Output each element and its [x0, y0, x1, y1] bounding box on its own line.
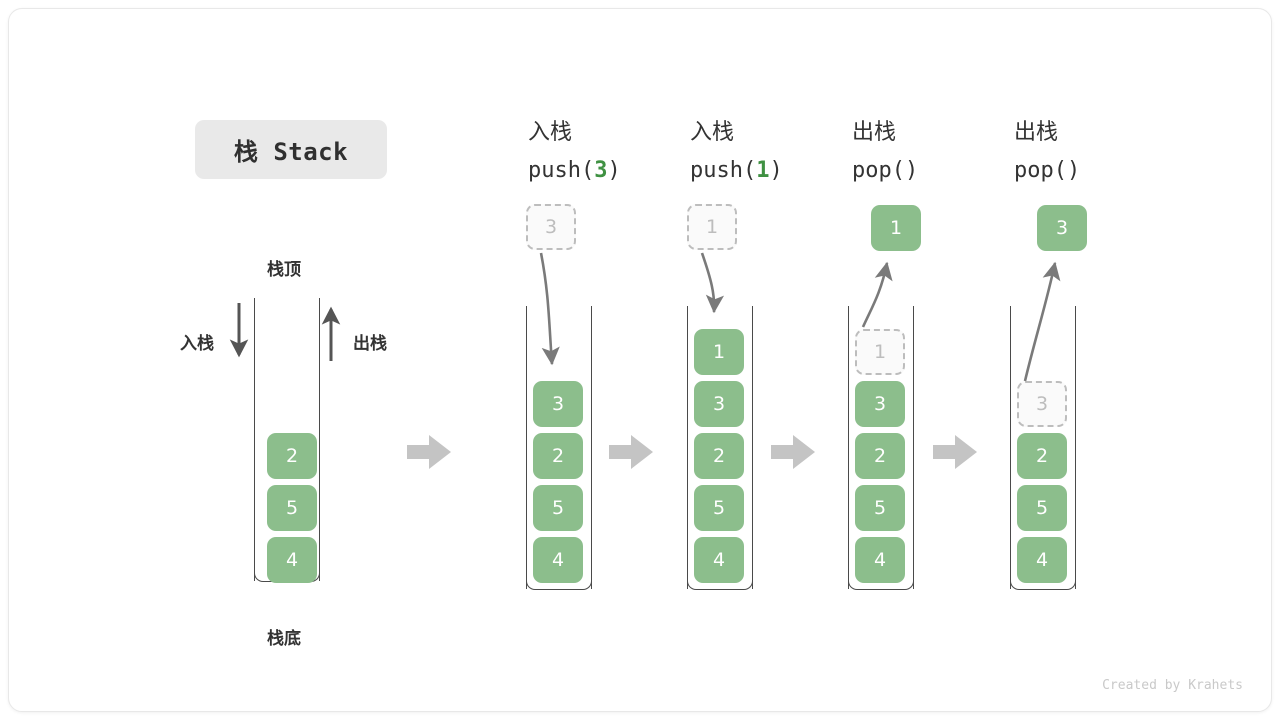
incoming-ghost-box: 3 [526, 204, 576, 250]
stack-floor [526, 573, 592, 590]
stack-element: 4 [267, 537, 317, 583]
stack-wall-right [913, 306, 914, 589]
stack-element: 5 [855, 485, 905, 531]
stack-element: 4 [694, 537, 744, 583]
stack-bottom-label: 栈底 [267, 629, 301, 649]
stack-element: 5 [1017, 485, 1067, 531]
stack-floor [848, 573, 914, 590]
step-header-push-3: 入栈 push(3) [528, 114, 621, 190]
code-prefix: pop( [852, 158, 905, 183]
stack-element: 4 [1017, 537, 1067, 583]
step-header-cn: 出栈 [1014, 120, 1059, 145]
transition-arrow-icon [609, 435, 653, 469]
push-arrow-1-icon [700, 252, 725, 314]
step-header-code: pop() [852, 152, 918, 190]
code-suffix: ) [769, 158, 783, 183]
connector-overlay [229, 252, 1061, 469]
step-header-push-1: 入栈 push(1) [690, 114, 783, 190]
code-prefix: push( [528, 158, 595, 183]
stack-element: 1 [694, 329, 744, 375]
code-prefix: pop( [1014, 158, 1067, 183]
credit-text: Created by Krahets [1102, 678, 1243, 693]
stack-element: 5 [533, 485, 583, 531]
transition-arrow-icon [933, 435, 977, 469]
transition-arrow-icon [771, 435, 815, 469]
stack-wall-right [319, 298, 320, 581]
stack-element: 2 [533, 433, 583, 479]
popped-box: 1 [871, 205, 921, 251]
stack-element: 5 [267, 485, 317, 531]
stack-wall-left [1010, 306, 1011, 589]
diagram-title-chip: 栈 Stack [195, 120, 387, 179]
stack-element: 4 [855, 537, 905, 583]
code-arg: 3 [594, 158, 608, 183]
code-prefix: push( [690, 158, 757, 183]
stack-wall-right [591, 306, 592, 589]
stack-element: 3 [694, 381, 744, 427]
stack-container-pop-1 [848, 306, 914, 590]
step-header-cn: 入栈 [528, 120, 573, 145]
stack-wall-left [848, 306, 849, 589]
stack-wall-left [526, 306, 527, 589]
stack-container-pop-3 [1010, 306, 1076, 590]
step-header-code: pop() [1014, 152, 1080, 190]
page-title: 栈 Stack [233, 138, 349, 166]
incoming-ghost-box: 1 [687, 204, 737, 250]
pop-direction-label: 出栈 [353, 334, 387, 354]
popped-box: 3 [1037, 205, 1087, 251]
step-header-code: push(1) [690, 152, 783, 190]
stack-element: 2 [267, 433, 317, 479]
stack-container-push-3 [526, 306, 592, 590]
stack-wall-right [752, 306, 753, 589]
stack-element: 2 [694, 433, 744, 479]
stack-floor [1010, 573, 1076, 590]
transition-arrow-icon [407, 435, 451, 469]
removed-ghost-box: 1 [855, 329, 905, 375]
stack-floor [687, 573, 753, 590]
push-direction-label: 入栈 [180, 334, 214, 354]
code-suffix: ) [1066, 158, 1081, 183]
diagram-card: 栈 Stack 栈顶 栈底 入栈 出栈 入栈 push(3) 入栈 push(1… [8, 8, 1272, 712]
stack-element: 2 [1017, 433, 1067, 479]
code-suffix: ) [904, 158, 919, 183]
stack-container-push-1 [687, 306, 753, 590]
stack-element: 3 [533, 381, 583, 427]
stack-element: 3 [855, 381, 905, 427]
stack-wall-left [254, 298, 255, 581]
step-header-cn: 出栈 [852, 120, 897, 145]
stack-wall-right [1075, 306, 1076, 589]
code-arg: 1 [756, 158, 770, 183]
stack-element: 4 [533, 537, 583, 583]
code-suffix: ) [607, 158, 621, 183]
step-header-pop-3: 出栈 pop() [1014, 114, 1080, 190]
stack-top-label: 栈顶 [267, 260, 301, 280]
removed-ghost-box: 3 [1017, 381, 1067, 427]
step-header-pop-1: 出栈 pop() [852, 114, 918, 190]
stack-element: 2 [855, 433, 905, 479]
step-header-cn: 入栈 [690, 120, 735, 145]
stack-wall-left [687, 306, 688, 589]
step-header-code: push(3) [528, 152, 621, 190]
stack-element: 5 [694, 485, 744, 531]
